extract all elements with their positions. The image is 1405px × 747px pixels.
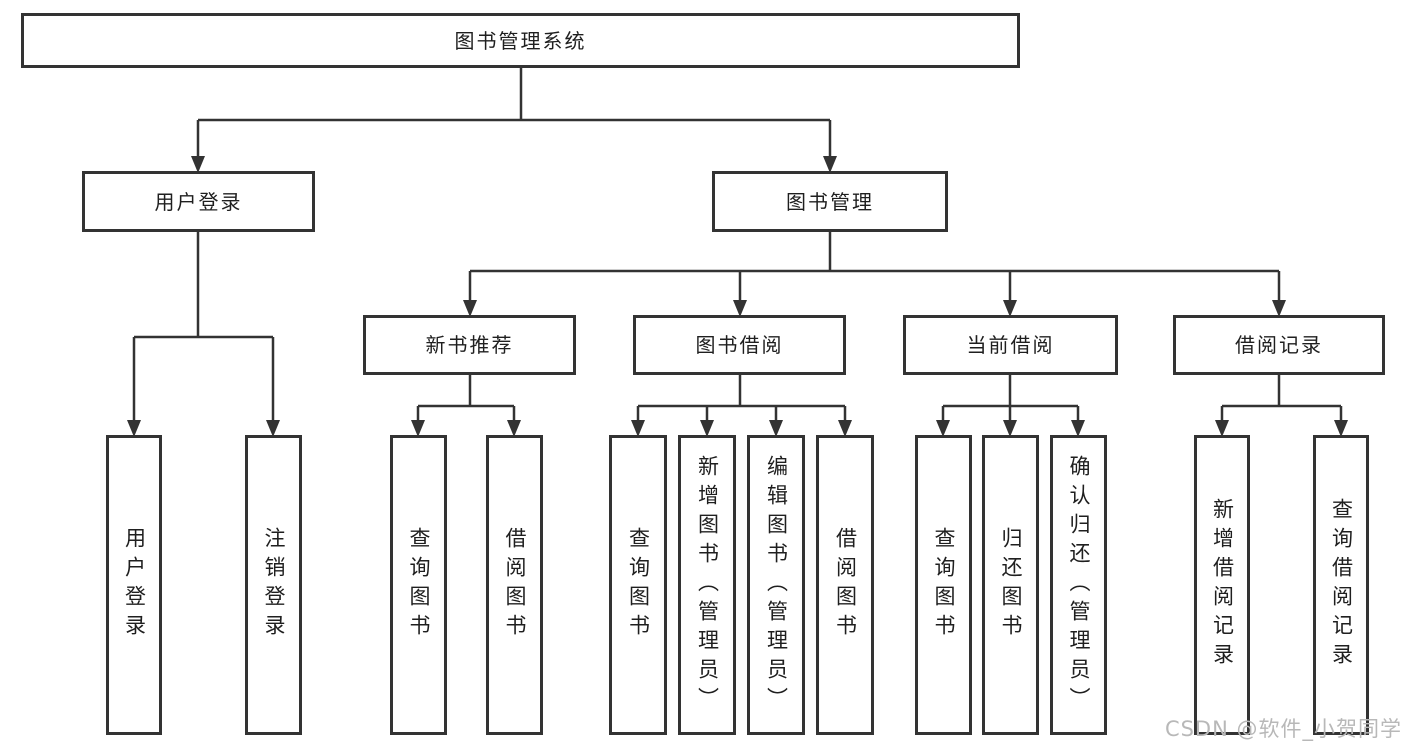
node-book-management-module: 图书管理 (712, 171, 948, 232)
node-new-book-recommend: 新书推荐 (363, 315, 576, 375)
leaf-confirm-return-admin: 确认归还（管理员） (1050, 435, 1107, 735)
leaf-query-books-recommend: 查询图书 (390, 435, 447, 735)
node-book-borrowing: 图书借阅 (633, 315, 846, 375)
leaf-return-books: 归还图书 (982, 435, 1039, 735)
node-label: 图书管理 (786, 189, 874, 214)
node-label: 编辑图书（管理员） (764, 454, 789, 716)
leaf-edit-books-admin: 编辑图书（管理员） (747, 435, 805, 735)
leaf-query-books-current: 查询图书 (915, 435, 972, 735)
node-label: 图书管理系统 (454, 28, 587, 53)
node-label: 借阅图书 (833, 527, 858, 643)
node-label: 当前借阅 (966, 333, 1055, 357)
node-root-system: 图书管理系统 (21, 13, 1020, 68)
node-label: 查询图书 (407, 527, 431, 643)
node-label: 查询图书 (626, 527, 651, 643)
node-label: 新书推荐 (425, 333, 514, 357)
node-label: 新增图书（管理员） (695, 454, 720, 716)
leaf-add-borrow-record: 新增借阅记录 (1194, 435, 1250, 735)
node-current-borrowing: 当前借阅 (903, 315, 1118, 375)
node-user-login-module: 用户登录 (82, 171, 315, 232)
leaf-borrow-books: 借阅图书 (816, 435, 874, 735)
node-label: 图书借阅 (695, 333, 784, 357)
node-label: 用户登录 (154, 189, 243, 214)
node-label: 查询借阅记录 (1329, 498, 1354, 672)
leaf-user-login: 用户登录 (106, 435, 162, 735)
leaf-add-books-admin: 新增图书（管理员） (678, 435, 736, 735)
node-label: 借阅图书 (503, 527, 527, 643)
node-borrowing-records: 借阅记录 (1173, 315, 1385, 375)
node-label: 查询图书 (932, 527, 956, 643)
leaf-borrow-books-recommend: 借阅图书 (486, 435, 543, 735)
leaf-query-borrow-record: 查询借阅记录 (1313, 435, 1369, 735)
node-label: 归还图书 (999, 527, 1023, 643)
leaf-logout: 注销登录 (245, 435, 302, 735)
node-label: 注销登录 (262, 527, 286, 643)
leaf-query-books-borrowing: 查询图书 (609, 435, 667, 735)
node-label: 新增借阅记录 (1210, 498, 1235, 672)
csdn-watermark: CSDN @软件_小贺同学 (1164, 717, 1402, 741)
node-label: 确认归还（管理员） (1067, 454, 1091, 716)
node-label: 借阅记录 (1235, 333, 1323, 357)
node-label: 用户登录 (122, 527, 147, 643)
